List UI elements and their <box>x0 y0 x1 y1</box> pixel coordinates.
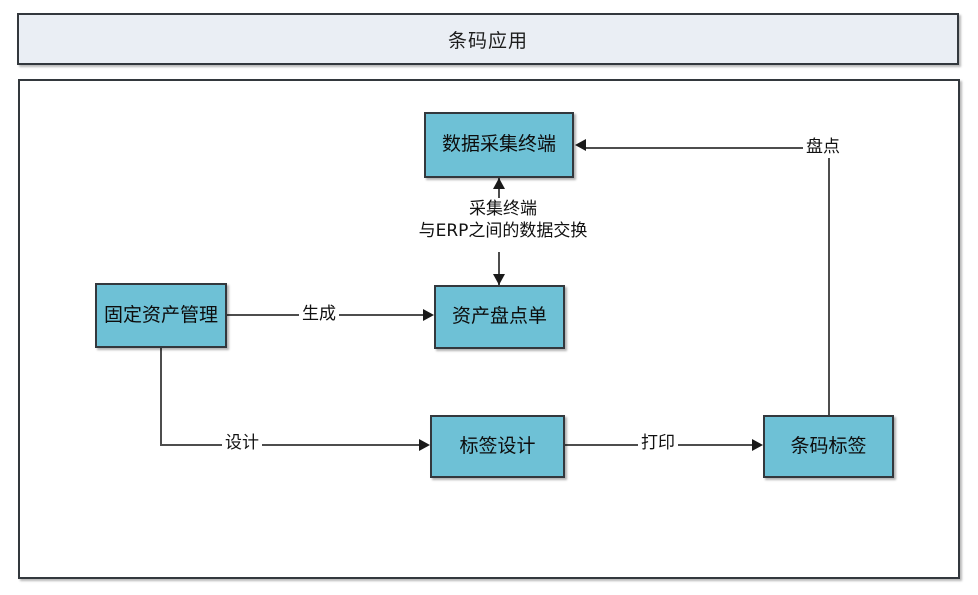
node-label: 标签设计 <box>459 434 536 457</box>
connector-barcode-to-terminal-horizontal <box>586 147 829 149</box>
arrowhead-into-terminal-right <box>575 139 586 151</box>
connector-fixed-asset-to-label-design <box>160 444 420 446</box>
arrowhead-into-inventory-left <box>423 309 434 321</box>
connector-terminal-inventory-up <box>498 178 500 202</box>
connector-barcode-to-terminal-vertical <box>828 148 830 416</box>
edge-label-data-exchange-line2: 与ERP之间的数据交换 <box>418 221 588 242</box>
node-label: 数据采集终端 <box>441 133 556 156</box>
arrowhead-into-barcode-left <box>752 439 763 451</box>
edge-label-generate: 生成 <box>299 303 339 326</box>
node-label: 条码标签 <box>790 434 867 457</box>
node-label: 固定资产管理 <box>103 303 218 326</box>
node-label-design[interactable]: 标签设计 <box>430 415 565 478</box>
arrowhead-into-terminal-bottom <box>493 178 505 189</box>
edge-label-design: 设计 <box>222 432 262 455</box>
edge-label-count: 盘点 <box>803 136 843 159</box>
edge-label-data-exchange-line1: 采集终端 <box>469 199 537 219</box>
node-data-collection-terminal[interactable]: 数据采集终端 <box>424 112 574 178</box>
node-fixed-asset-management[interactable]: 固定资产管理 <box>95 283 227 348</box>
arrowhead-into-label-design-left <box>419 439 430 451</box>
node-asset-inventory-sheet[interactable]: 资产盘点单 <box>434 285 565 349</box>
node-barcode-label[interactable]: 条码标签 <box>763 415 894 478</box>
edge-label-data-exchange: 采集终端 与ERP之间的数据交换 <box>378 198 628 243</box>
arrowhead-into-inventory-top <box>493 274 505 285</box>
edge-label-print: 打印 <box>638 432 678 455</box>
connector-terminal-inventory-down <box>498 252 500 285</box>
diagram-title-bar: 条码应用 <box>17 13 959 65</box>
connector-fixed-asset-down <box>160 348 162 445</box>
node-label: 资产盘点单 <box>451 305 547 328</box>
diagram-title: 条码应用 <box>447 29 528 52</box>
